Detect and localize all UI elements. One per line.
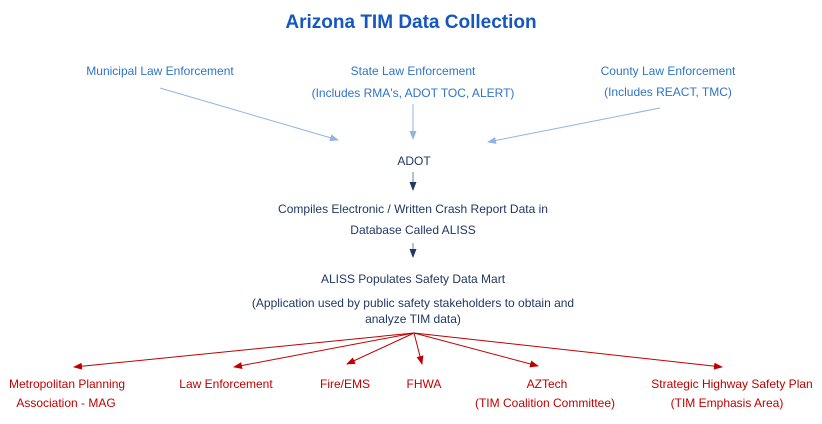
node-county-law-enforcement-note: (Includes REACT, TMC)	[604, 85, 732, 99]
node-shsp-note: (TIM Emphasis Area)	[670, 396, 784, 410]
arrow-county-to-adot	[487, 107, 661, 144]
node-mag-line1: Metropolitan Planning	[8, 377, 126, 391]
arrow-to-law-enforcement	[233, 332, 415, 369]
node-state-law-enforcement: State Law Enforcement	[350, 64, 476, 78]
node-aztech: AZTech	[526, 377, 568, 391]
node-shsp: Strategic Highway Safety Plan	[651, 377, 813, 391]
node-county-law-enforcement: County Law Enforcement	[600, 64, 736, 78]
node-mag-line2: Association - MAG	[16, 396, 116, 410]
node-state-law-enforcement-note: (Includes RMA's, ADOT TOC, ALERT)	[311, 86, 515, 100]
node-aztech-note: (TIM Coalition Committee)	[474, 396, 616, 410]
node-municipal-law-enforcement: Municipal Law Enforcement	[86, 64, 234, 78]
node-safety-data-mart-note-line1: (Application used by public safety stake…	[251, 296, 575, 310]
node-fhwa: FHWA	[406, 377, 442, 391]
node-compiles-line1: Compiles Electronic / Written Crash Repo…	[278, 202, 548, 216]
node-compiles-line2: Database Called ALISS	[350, 223, 476, 237]
arrow-to-fhwa	[413, 332, 424, 365]
arrow-to-shsp	[413, 332, 723, 370]
node-fire-ems: Fire/EMS	[319, 377, 371, 391]
node-adot: ADOT	[397, 154, 431, 168]
node-law-enforcement: Law Enforcement	[179, 377, 273, 391]
node-safety-data-mart-note-line2: analyze TIM data)	[365, 312, 461, 326]
arrow-municipal-to-adot	[159, 87, 339, 142]
arrow-to-mag	[73, 332, 415, 370]
node-safety-data-mart: ALISS Populates Safety Data Mart	[320, 272, 506, 286]
arrow-to-aztech	[413, 332, 539, 368]
arrow-to-fire-ems	[346, 332, 415, 365]
page-title: Arizona TIM Data Collection	[285, 12, 537, 33]
